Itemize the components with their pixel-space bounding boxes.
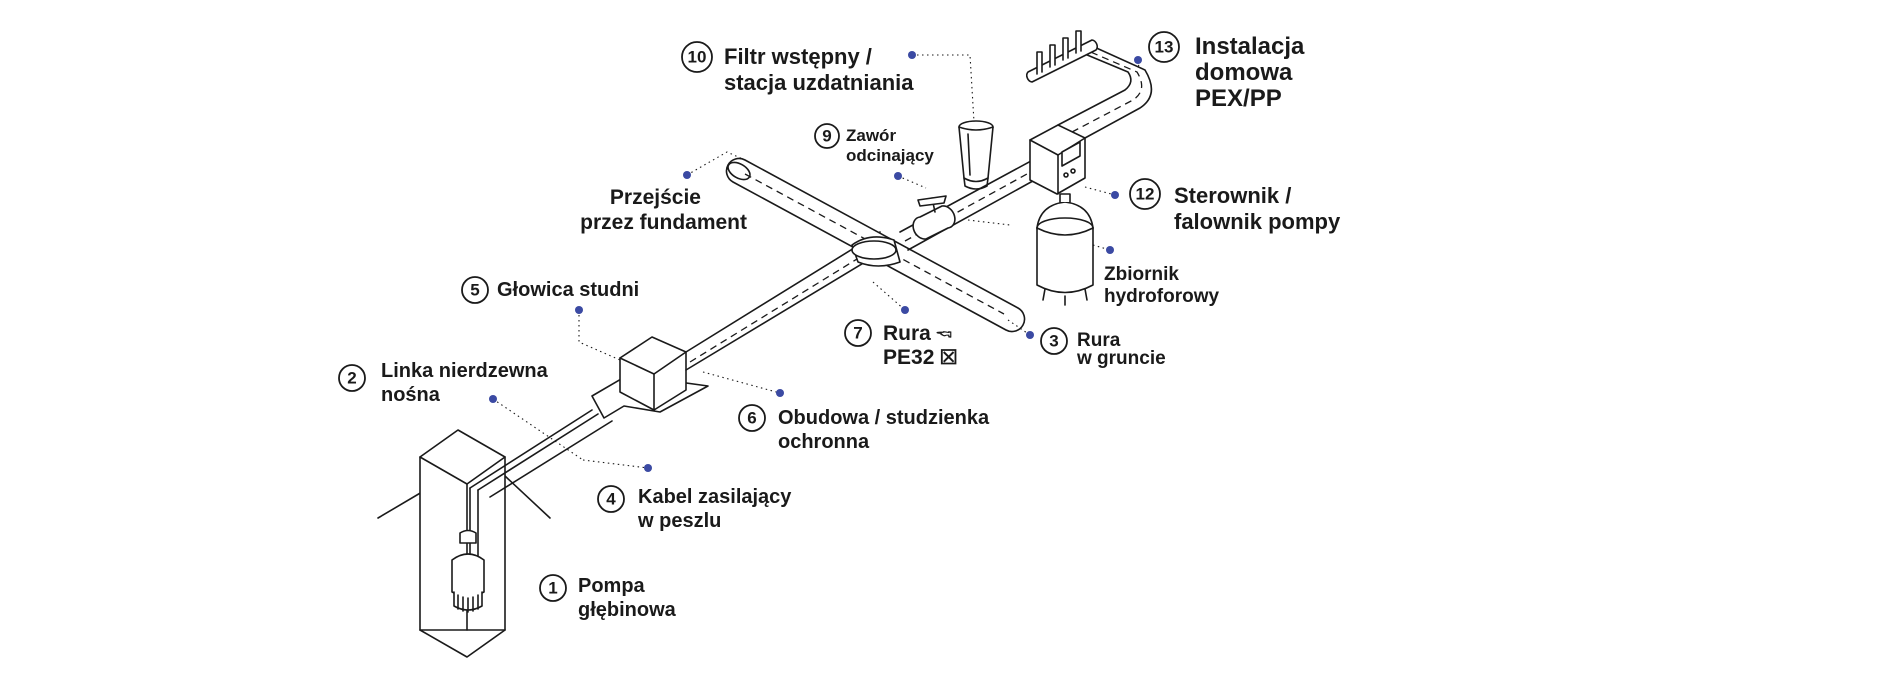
callout-number: 3 [1049,332,1058,351]
leader-dot [1134,56,1142,64]
callout-text-line: w peszlu [637,510,721,532]
callout-text-line: Rura [1077,330,1121,351]
callout-number: 4 [606,490,616,509]
callout-power-cable: 4 Kabel zasilający w peszlu [597,485,792,532]
callout-text-line: PEX/PP [1195,85,1282,112]
callout-text-line: Instalacja [1195,33,1305,60]
submersible-pump [451,529,485,613]
pre-filter [958,120,994,190]
well-head-box [619,336,687,411]
manifold [1026,30,1098,83]
leader-dots [489,51,1142,472]
leader-dot [575,306,583,314]
leader-dot [908,51,916,59]
callout-protective-housing: 6 Obudowa / studzienka ochronna [738,404,990,453]
leader-dot [1026,331,1034,339]
illustration [377,30,1153,658]
hydrophore-tank [1036,193,1094,306]
callout-steel-rope: 2 Linka nierdzewna nośna [338,360,549,406]
callout-text-line: przez fundament [580,211,747,234]
leader-dot [683,171,691,179]
callout-ground-pipe: 3 Rura w gruncie [1040,327,1166,369]
callout-text-line: Filtr wstępny / [724,44,872,69]
leader-dot [1106,246,1114,254]
callout-number: 9 [822,127,831,146]
callout-text-line: odcinający [846,146,934,165]
house-installation-pipe [1057,45,1153,139]
callout-controller: 12 Sterownik / falownik pompy [1129,178,1341,234]
leader-dot [901,306,909,314]
callout-pump: 1 Pompa głębinowa [539,574,677,621]
callout-text-line: Sterownik / [1174,183,1291,208]
callout-pe32-pipe: 7 Rura 🖘 PE32 ⮽ [844,319,957,369]
leader-dot [776,389,784,397]
callout-text-line: Zbiornik [1104,264,1179,285]
cable-conduit [469,409,613,498]
pe32-pipe [685,231,886,371]
callout-number: 2 [347,369,356,388]
callout-text-line: Linka nierdzewna [381,360,549,382]
callout-text-line: Kabel zasilający [638,486,792,508]
callout-number: 7 [853,324,862,343]
callout-text-line: PE32 ⮽ [883,346,957,369]
callout-text-line: Głowica studni [497,279,639,301]
callout-text-line: domowa [1195,59,1293,86]
callout-text-line: Rura 🖘 [883,322,952,345]
callout-hydrophore-tank: Zbiornik hydroforowy [1104,264,1219,307]
leader-dot [1111,191,1119,199]
callout-text-line: hydroforowy [1104,286,1219,307]
callout-text-line: nośna [381,384,441,406]
callout-text-line: w gruncie [1076,348,1166,369]
callout-house-installation: 13 Instalacja domowa PEX/PP [1148,31,1305,112]
leader-dot [489,395,497,403]
callout-text-line: stacja uzdatniania [724,70,914,95]
callout-well-head: 5 Głowica studni [461,276,639,304]
foundation-collar [851,236,901,267]
callout-text-line: ochronna [778,431,870,453]
callout-number: 13 [1155,38,1174,57]
callout-text-line: Przejście [610,186,701,209]
callout-text-line: głębinowa [578,599,677,621]
pump-controller [1029,124,1086,195]
callout-number: 1 [548,579,557,598]
callout-number: 6 [747,409,756,428]
callout-number: 12 [1136,185,1155,204]
callout-number: 10 [688,48,707,67]
callout-text-line: Obudowa / studzienka [778,407,990,429]
callout-shut-off-valve: 9 Zawór odcinający [814,123,934,165]
leader-dot [894,172,902,180]
callout-text-line: falownik pompy [1174,209,1341,234]
callout-text-line: Zawór [846,126,896,145]
shut-off-valve [912,195,956,240]
leader-dot [644,464,652,472]
callout-foundation-passage: Przejście przez fundament [580,186,747,234]
callout-number: 5 [470,281,479,300]
callout-pre-filter: 10 Filtr wstępny / stacja uzdatniania [681,41,914,95]
callout-text-line: Pompa [578,575,646,597]
